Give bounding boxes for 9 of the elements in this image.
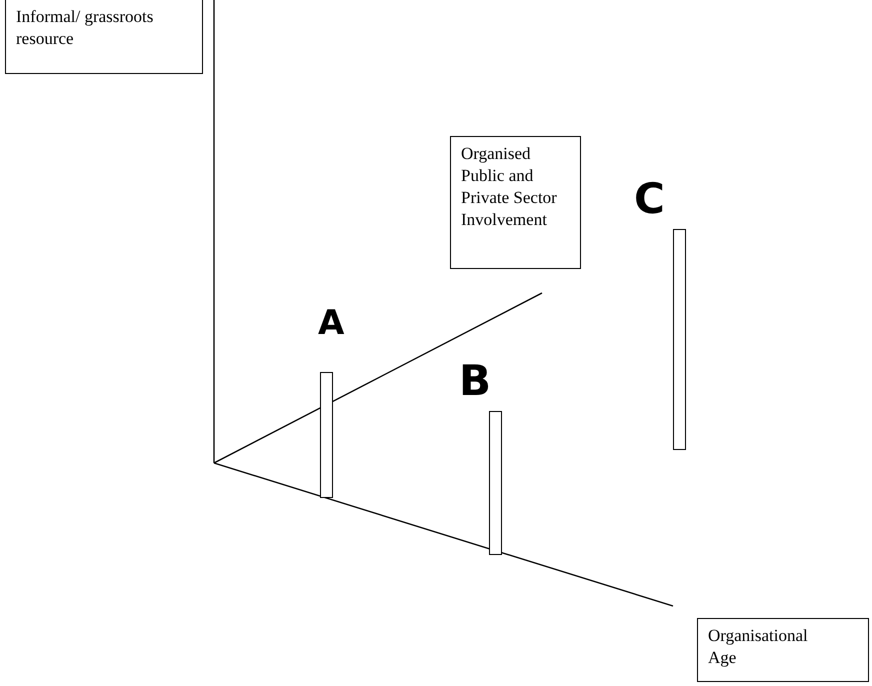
axis-label: Organisational Age: [697, 618, 869, 682]
bar: [673, 229, 686, 450]
bar-letter: C: [634, 178, 665, 220]
axis-label: Organised Public and Private Sector Involvement: [450, 136, 581, 269]
axis-label: Informal/ grassroots resource: [5, 0, 203, 74]
bar-letter: B: [459, 360, 492, 402]
bar: [320, 372, 333, 498]
bar-letter: A: [318, 306, 344, 340]
bar: [489, 411, 502, 555]
